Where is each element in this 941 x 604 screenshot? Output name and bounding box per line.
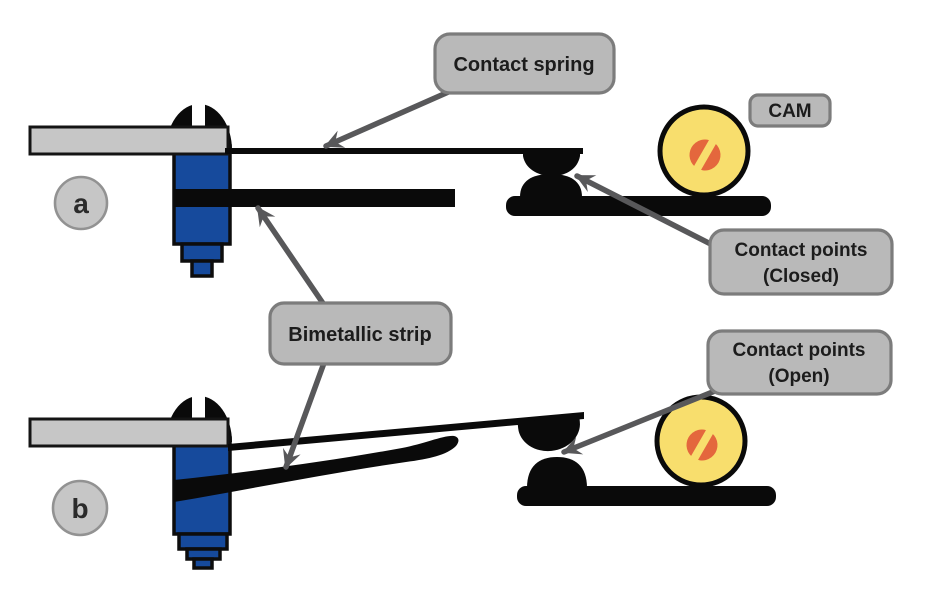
label-box [706,329,893,396]
bimetallic-strip-bent [174,435,459,502]
badge-section-a: a [53,175,109,231]
cam-slot-icon [686,426,718,464]
contact-spring-strip [225,148,583,154]
screw-tip [190,259,214,278]
cam-slot-slash [692,136,718,174]
screw-step [177,532,229,551]
label-contact-points-closed-line1: Contact points [735,240,868,261]
label-contact-points-open-line1: Contact points [733,340,866,361]
label-cam-text: CAM [768,101,811,122]
label-bimetallic-strip: Bimetallic strip [268,301,453,366]
section-b [28,391,776,570]
clamp-bar [28,125,230,156]
label-box [748,93,832,128]
contact-base [517,486,776,506]
arrow-bimetallic-strip-b [282,349,331,470]
badge-circle [51,479,109,537]
screw-step [180,242,224,263]
label-contact-points-closed: Contact points (Closed) [708,228,894,296]
label-box [708,228,894,296]
badge-b-text: b [71,493,88,524]
arrow-contact-spring [323,83,465,149]
contact-spring-strip [228,412,584,451]
label-contact-points-open-line2: (Open) [768,366,829,387]
upper-contact-point [523,150,580,176]
bimetallic-strip-straight [174,189,455,207]
label-bimetallic-strip-text: Bimetallic strip [288,324,431,346]
label-box [433,32,616,95]
label-cam: CAM [748,93,832,128]
lower-contact-point [520,174,582,199]
badge-section-b: b [51,479,109,537]
label-contact-spring-text: Contact spring [453,54,594,76]
label-contact-points-closed-line2: (Closed) [763,266,839,287]
label-box [268,301,453,366]
screw-tip [192,557,214,570]
cam-slot-slash [689,426,715,464]
badge-circle [53,175,109,231]
clamp-bar [28,417,230,448]
label-contact-points-open: Contact points (Open) [706,329,893,396]
arrow-bimetallic-strip-a [255,205,336,321]
label-contact-spring: Contact spring [433,32,616,95]
lower-contact-point [527,457,587,490]
cam-slot-icon [689,136,721,174]
section-a [28,99,771,278]
badge-a-text: a [73,188,89,219]
